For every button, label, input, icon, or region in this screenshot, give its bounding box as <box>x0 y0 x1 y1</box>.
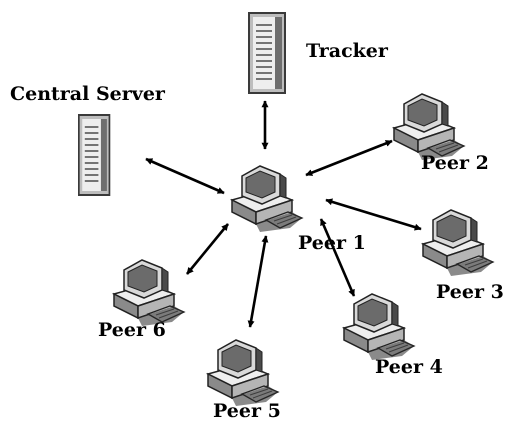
peer4-label: Peer 4 <box>375 356 443 378</box>
central-server-label: Central Server <box>10 83 165 105</box>
peer6-computer-icon <box>113 259 185 327</box>
peer4-computer-icon <box>343 293 415 361</box>
peer1-label: Peer 1 <box>298 232 366 254</box>
peer5-computer-icon <box>207 339 279 407</box>
peer2-label: Peer 2 <box>421 152 489 174</box>
tracker-server-icon <box>247 11 287 95</box>
peer6-label: Peer 6 <box>98 319 166 341</box>
arrow-peer1-peer2 <box>305 139 393 177</box>
central-server-icon <box>77 113 112 197</box>
arrow-peer1-peer4 <box>319 218 356 297</box>
peer3-computer-icon <box>422 209 494 277</box>
arrow-peer1-central-server <box>145 157 225 195</box>
tracker-label: Tracker <box>306 40 388 62</box>
peer1-computer-icon <box>231 165 303 233</box>
peer5-label: Peer 5 <box>213 400 281 422</box>
connection-arrows <box>145 100 422 328</box>
peer2-computer-icon <box>393 93 465 161</box>
arrow-peer1-peer3 <box>325 198 422 231</box>
arrow-peer1-peer5 <box>247 235 269 328</box>
arrow-peer1-peer6 <box>185 223 230 275</box>
peer3-label: Peer 3 <box>436 281 504 303</box>
